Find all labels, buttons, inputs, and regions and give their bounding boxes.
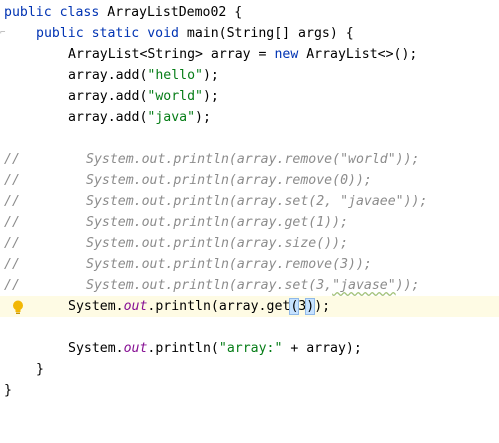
closing-brace: } — [36, 362, 44, 377]
comment-line[interactable]: // System.out.println(array.remove("worl… — [0, 149, 499, 170]
comment-text: System.out.println(array.set(3,"javase")… — [86, 278, 420, 293]
comment-prefix: // — [4, 173, 20, 188]
comment-text: System.out.println(array.remove(0)); — [86, 173, 372, 188]
statement: System.out.println("array:" + array); — [68, 341, 362, 356]
comment-text: System.out.println(array.remove("world")… — [86, 152, 420, 167]
comment-text: System.out.println(array.size()); — [86, 236, 349, 251]
statement: System.out.println(array.get(3)); — [68, 298, 331, 315]
code-line-blank[interactable] — [0, 128, 499, 149]
comment-line[interactable]: // System.out.println(array.size()); — [0, 233, 499, 254]
code-editor[interactable]: public class ArrayListDemo02 { ⌐ public … — [0, 0, 499, 405]
comment-prefix: // — [4, 194, 20, 209]
statement: ArrayList<String> array = new ArrayList<… — [68, 47, 418, 62]
matched-paren: ( — [289, 298, 300, 315]
fold-marker-icon[interactable]: ⌐ — [0, 28, 6, 38]
comment-text: System.out.println(array.get(1)); — [86, 215, 349, 230]
code-line-print[interactable]: System.out.println("array:" + array); — [0, 338, 499, 359]
comment-line[interactable]: // System.out.println(array.remove(0)); — [0, 170, 499, 191]
code-line-blank[interactable] — [0, 317, 499, 338]
comment-line[interactable]: // System.out.println(array.set(2, "java… — [0, 191, 499, 212]
code-line-3[interactable]: ArrayList<String> array = new ArrayList<… — [0, 44, 499, 65]
class-declaration: public class ArrayListDemo02 { — [4, 5, 243, 20]
lightbulb-icon[interactable] — [10, 299, 26, 315]
matched-paren: ) — [305, 298, 316, 315]
comment-prefix: // — [4, 278, 20, 293]
comment-line[interactable]: // System.out.println(array.set(3,"javas… — [0, 275, 499, 296]
code-line-close-method[interactable]: } — [0, 359, 499, 380]
code-line-4[interactable]: array.add("hello"); — [0, 65, 499, 86]
comment-prefix: // — [4, 215, 20, 230]
comment-line[interactable]: // System.out.println(array.get(1)); — [0, 212, 499, 233]
closing-brace: } — [4, 383, 12, 398]
code-line-5[interactable]: array.add("world"); — [0, 86, 499, 107]
code-line-close-class[interactable]: } — [0, 380, 499, 401]
current-code-line[interactable]: System.out.println(array.get(3)); — [0, 296, 499, 317]
statement: array.add("hello"); — [68, 68, 219, 83]
comment-text: System.out.println(array.set(2, "javaee"… — [86, 194, 428, 209]
comment-text: System.out.println(array.remove(3)); — [86, 257, 372, 272]
comment-prefix: // — [4, 236, 20, 251]
comment-prefix: // — [4, 152, 20, 167]
code-line-1[interactable]: public class ArrayListDemo02 { — [0, 2, 499, 23]
code-line-2[interactable]: ⌐ public static void main(String[] args)… — [0, 23, 499, 44]
statement: array.add("world"); — [68, 89, 219, 104]
code-line-6[interactable]: array.add("java"); — [0, 107, 499, 128]
method-declaration: public static void main(String[] args) { — [36, 26, 354, 41]
statement: array.add("java"); — [68, 110, 211, 125]
comment-line[interactable]: // System.out.println(array.remove(3)); — [0, 254, 499, 275]
comment-prefix: // — [4, 257, 20, 272]
